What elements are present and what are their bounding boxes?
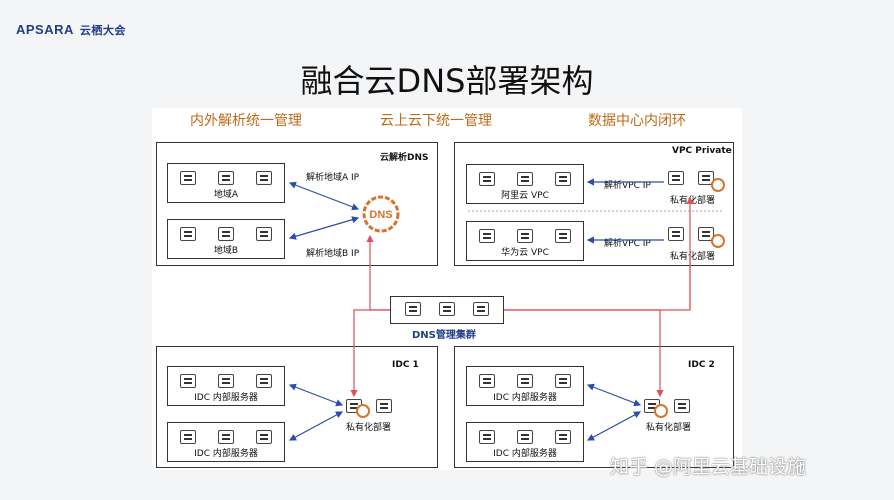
server-icon	[256, 171, 272, 185]
resolve-b-label: 解析地域B IP	[306, 249, 360, 259]
server-icon	[668, 171, 684, 185]
watermark: 知乎 @阿里云基础设施	[610, 456, 807, 478]
arrow-cluster-vpc	[504, 196, 694, 311]
vpc-private-deploy-2: 私有化部署	[670, 252, 716, 262]
arrow-idc2-2	[586, 411, 642, 441]
server-icon	[555, 430, 571, 444]
idc1-server-label-2: IDC 内部服务器	[194, 449, 258, 459]
gear-icon	[711, 234, 725, 248]
server-icon	[439, 302, 455, 316]
slide-title: 融合云DNS部署架构	[300, 62, 594, 100]
server-icon	[218, 171, 234, 185]
server-icon	[479, 430, 495, 444]
idc2-server-label-2: IDC 内部服务器	[493, 449, 557, 459]
gear-icon	[654, 404, 668, 418]
idc1-server-label-1: IDC 内部服务器	[194, 393, 258, 403]
arrow-region-b	[288, 216, 360, 240]
server-icon	[405, 302, 421, 316]
server-icon	[256, 374, 272, 388]
idc2-server-label-1: IDC 内部服务器	[493, 393, 557, 403]
server-icon	[517, 172, 533, 186]
column-header-2: 云上云下统一管理	[380, 113, 492, 129]
brand-name: APSARA	[16, 22, 74, 37]
idc1-server-group-1: IDC 内部服务器	[167, 366, 285, 406]
column-header-1: 内外解析统一管理	[190, 113, 302, 129]
resolve-a-label: 解析地域A IP	[306, 173, 360, 183]
arrow-region-a	[288, 181, 360, 211]
idc2-private-deploy: 私有化部署	[646, 423, 692, 433]
arrow-idc1-2	[288, 411, 344, 441]
brand-name-cn: 云栖大会	[79, 24, 126, 37]
brand-logo: APSARA 云栖大会	[16, 22, 126, 38]
server-icon	[256, 227, 272, 241]
aliyun-vpc-label: 阿里云 VPC	[501, 191, 549, 201]
idc1-label: IDC 1	[392, 360, 419, 370]
vpc-label: VPC Private	[672, 146, 732, 156]
gear-icon	[356, 404, 370, 418]
aliyun-vpc-group: 阿里云 VPC	[466, 164, 584, 204]
server-icon	[668, 227, 684, 241]
arrow-idc1-1	[288, 383, 344, 407]
server-icon	[180, 227, 196, 241]
huawei-vpc-label: 华为云 VPC	[501, 248, 549, 258]
dns-cluster-box	[390, 296, 504, 324]
region-a-group: 地域A	[167, 163, 285, 203]
server-icon	[218, 374, 234, 388]
arrow-cluster-dns	[366, 234, 390, 311]
resolve-vpc-label-2: 解析VPC IP	[604, 239, 651, 249]
server-icon	[180, 430, 196, 444]
dns-gear-text: DNS	[369, 209, 392, 221]
server-icon	[256, 430, 272, 444]
server-icon	[517, 374, 533, 388]
server-icon	[555, 172, 571, 186]
server-icon	[180, 171, 196, 185]
huawei-vpc-group: 华为云 VPC	[466, 221, 584, 261]
server-icon	[555, 374, 571, 388]
idc1-server-group-2: IDC 内部服务器	[167, 422, 285, 462]
arrow-cluster-idc1	[350, 309, 390, 398]
column-header-3: 数据中心内闭环	[588, 113, 686, 129]
arrow-idc2-1	[586, 383, 642, 407]
resolve-vpc-label-1: 解析VPC IP	[604, 181, 651, 191]
dns-cluster-label: DNS管理集群	[412, 330, 476, 341]
server-icon	[517, 430, 533, 444]
idc1-private-deploy: 私有化部署	[346, 423, 392, 433]
server-icon	[218, 430, 234, 444]
server-icon	[473, 302, 489, 316]
server-icon	[376, 399, 392, 413]
idc2-server-group-1: IDC 内部服务器	[466, 366, 584, 406]
server-icon	[674, 399, 690, 413]
idc2-server-group-2: IDC 内部服务器	[466, 422, 584, 462]
server-icon	[479, 229, 495, 243]
server-icon	[555, 229, 571, 243]
server-icon	[180, 374, 196, 388]
server-icon	[218, 227, 234, 241]
region-b-label: 地域B	[213, 246, 239, 256]
idc2-label: IDC 2	[688, 360, 715, 370]
region-a-label: 地域A	[213, 190, 239, 200]
dns-gear-icon: DNS	[362, 195, 400, 233]
cloud-dns-label: 云解析DNS	[380, 153, 429, 163]
server-icon	[479, 172, 495, 186]
arrow-cluster-idc2	[504, 309, 664, 398]
server-icon	[517, 229, 533, 243]
gear-icon	[711, 178, 725, 192]
server-icon	[479, 374, 495, 388]
region-b-group: 地域B	[167, 219, 285, 259]
